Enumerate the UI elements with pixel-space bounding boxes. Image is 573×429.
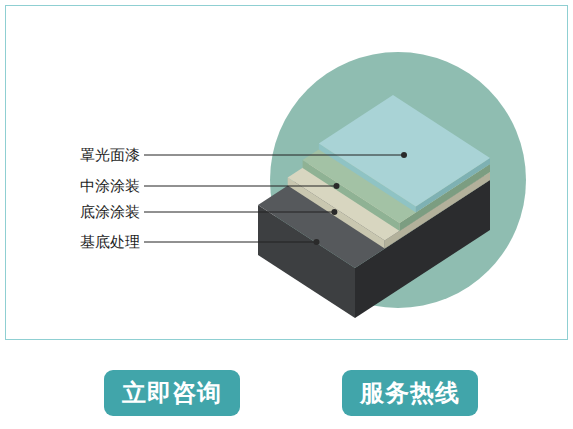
leader-line <box>144 242 317 243</box>
action-button: 立即咨询 <box>104 370 240 416</box>
leader-dot <box>401 152 407 158</box>
topcoat-layer-top <box>319 95 490 206</box>
layer-label: 中涂涂装 <box>80 177 140 195</box>
layer-label: 罩光面漆 <box>80 146 140 164</box>
layer-label: 基底处理 <box>80 233 140 251</box>
floor-slab <box>258 95 490 318</box>
button-text: 立即咨询 <box>122 377 222 409</box>
leader-dot <box>314 239 320 245</box>
leader-dot <box>331 209 337 215</box>
leader-lines <box>144 152 407 245</box>
leader-line <box>144 186 337 187</box>
button-text: 服务热线 <box>360 377 460 409</box>
frame-border <box>6 6 568 340</box>
action-button: 服务热线 <box>342 370 478 416</box>
leader-dot <box>334 183 340 189</box>
leader-line <box>144 212 334 213</box>
leader-line <box>144 155 404 156</box>
layer-label: 底涂涂装 <box>80 203 140 221</box>
